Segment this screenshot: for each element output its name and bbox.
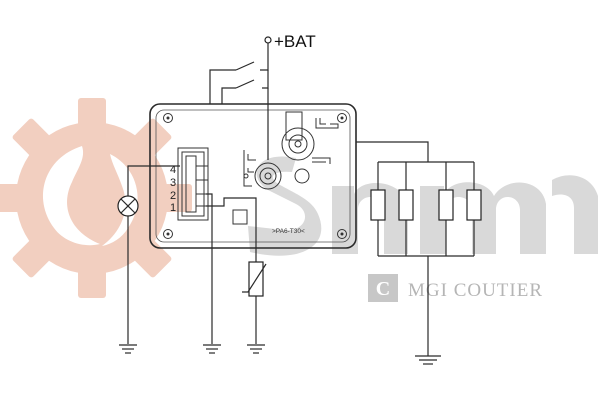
internal-terminal-clip (243, 150, 256, 187)
pin-label-3: 3 (170, 177, 176, 189)
watermark-wordmark (248, 156, 598, 256)
ground-symbol-sensor (247, 344, 265, 354)
lamp-wire (127, 165, 180, 196)
brand-logo-box (368, 274, 398, 302)
warning-lamp (117, 195, 139, 217)
ground-symbol-lamp (119, 344, 137, 354)
ground-symbol-pin2 (203, 344, 221, 354)
heater-element-2 (398, 162, 414, 256)
heater-element-1 (370, 162, 386, 256)
module-reference: >PA6-T30< (272, 228, 305, 235)
heater-element-3 (438, 162, 454, 256)
watermark-brand: C MGI COUTIER (368, 274, 543, 302)
pin-label-4: 4 (170, 164, 176, 176)
brand-name: MGI COUTIER (408, 280, 543, 301)
module-housing (149, 103, 357, 249)
watermark: C MGI COUTIER (0, 98, 598, 302)
watermark-gear-logo (0, 98, 192, 298)
pin-label-1: 1 (170, 202, 176, 214)
pin2-ground-wire (206, 193, 213, 344)
output-wire (356, 141, 429, 162)
temperature-sensor (242, 261, 267, 297)
connector (177, 147, 209, 221)
mounting-screws (163, 113, 347, 239)
battery-terminal (264, 36, 272, 44)
internal-relay (281, 111, 339, 164)
internal-coil (254, 162, 310, 190)
pin-label-2: 2 (170, 190, 176, 202)
heater-element-4 (466, 162, 482, 256)
ignition-switch (209, 43, 269, 104)
ground-symbol-heaters (415, 355, 441, 365)
brand-logo-letter: C (376, 278, 390, 300)
internal-small-box (232, 209, 248, 225)
sensor-wire (206, 197, 257, 262)
battery-label: +BAT (274, 32, 316, 51)
